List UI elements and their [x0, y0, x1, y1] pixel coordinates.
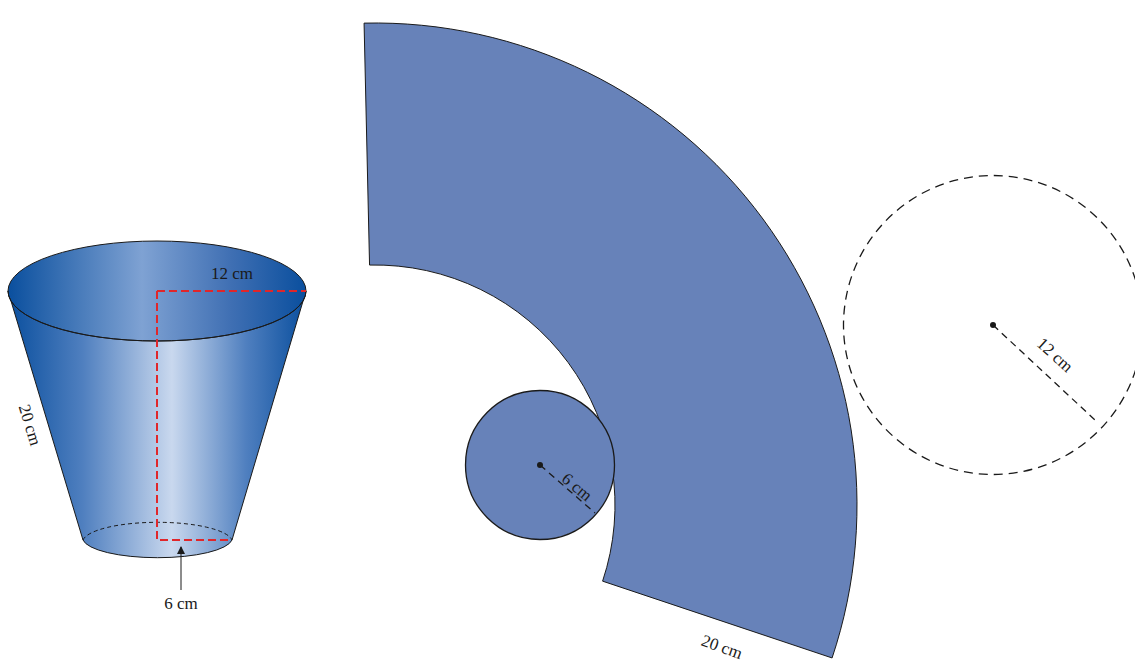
annular-sector [364, 23, 857, 658]
circle-outline [843, 175, 1135, 475]
lateral-net [364, 23, 857, 658]
slant-height-label: 20 cm [16, 402, 45, 447]
circle-outline [465, 390, 615, 540]
frustum [8, 241, 306, 590]
circle-face: 6 cm [465, 390, 615, 540]
top-radius-label: 12 cm [211, 265, 253, 282]
net-slant-label: 20 cm [699, 632, 744, 662]
circle-face: 12 cm [843, 175, 1135, 475]
bottom-radius-label: 6 cm [164, 595, 198, 612]
